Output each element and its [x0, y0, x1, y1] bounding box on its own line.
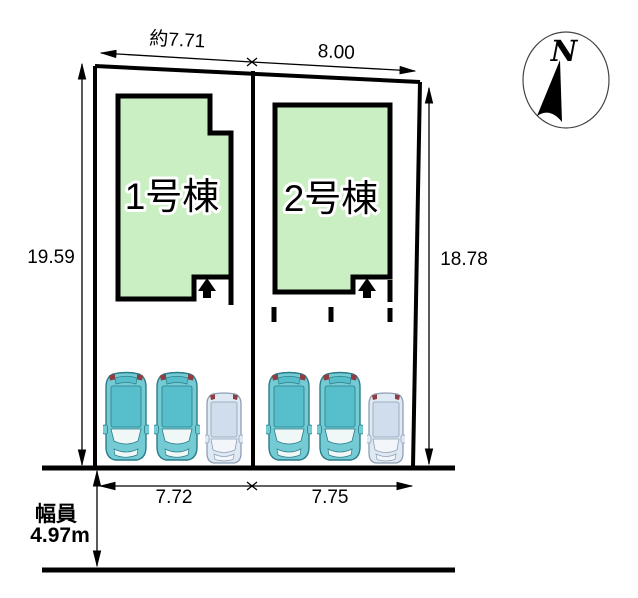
dimension-frontage-lot2: 7.75: [252, 481, 414, 508]
plot-edge-top: [94, 64, 421, 84]
dimension-line: [251, 61, 417, 75]
dimension-top-lot1: 約7.71: [99, 28, 253, 63]
entrance-arrow-1-icon: [198, 278, 216, 298]
dimension-right: 18.78: [424, 86, 488, 466]
dimension-frontage-lot2-value: 7.75: [312, 487, 349, 508]
building-2-footprint: [272, 102, 393, 295]
light-car-icon: [367, 392, 405, 464]
teal-car-icon: [103, 371, 149, 461]
dimension-line: [99, 49, 253, 63]
dimension-top-lot2: 8.00: [251, 41, 417, 75]
compass-circle: [522, 31, 610, 129]
dimension-left-value: 19.59: [27, 247, 75, 268]
dimension-right-value: 18.78: [440, 249, 488, 270]
parking-divider-ticks: [271, 307, 393, 322]
road-width-label: 幅員: [35, 503, 77, 526]
building-2-label: 2号棟: [284, 178, 379, 219]
dimension-junction-tick: [246, 481, 258, 491]
dimension-frontage-lot1-value: 7.72: [156, 487, 193, 508]
building-1: 1号棟: [115, 93, 234, 305]
road: 幅員 4.97m: [30, 465, 455, 573]
compass-north-label: N: [550, 34, 579, 68]
dimension-top-lot1-value: 約7.71: [149, 28, 206, 53]
plot-boundary: [93, 64, 422, 468]
plot-edge-right: [411, 81, 422, 468]
dimension-frontage-lot1: 7.72: [98, 481, 252, 508]
dimensions: 約7.71 8.00 19.59 18.78 7.72 7.75: [27, 28, 488, 508]
building-2: 2号棟: [271, 102, 393, 322]
entrance-arrow-2-icon: [358, 278, 376, 298]
dimension-junction-tick: [246, 57, 258, 67]
teal-car-icon: [317, 371, 363, 461]
compass-needle-icon: [537, 60, 562, 122]
light-car-icon: [205, 392, 243, 464]
road-width-value: 4.97m: [30, 524, 90, 547]
compass: N: [522, 31, 610, 129]
dimension-top-lot2-value: 8.00: [317, 41, 355, 64]
teal-car-icon: [154, 371, 200, 461]
building-1-label: 1号棟: [125, 176, 220, 217]
teal-car-icon: [266, 371, 312, 461]
dimension-left: 19.59: [27, 62, 87, 467]
